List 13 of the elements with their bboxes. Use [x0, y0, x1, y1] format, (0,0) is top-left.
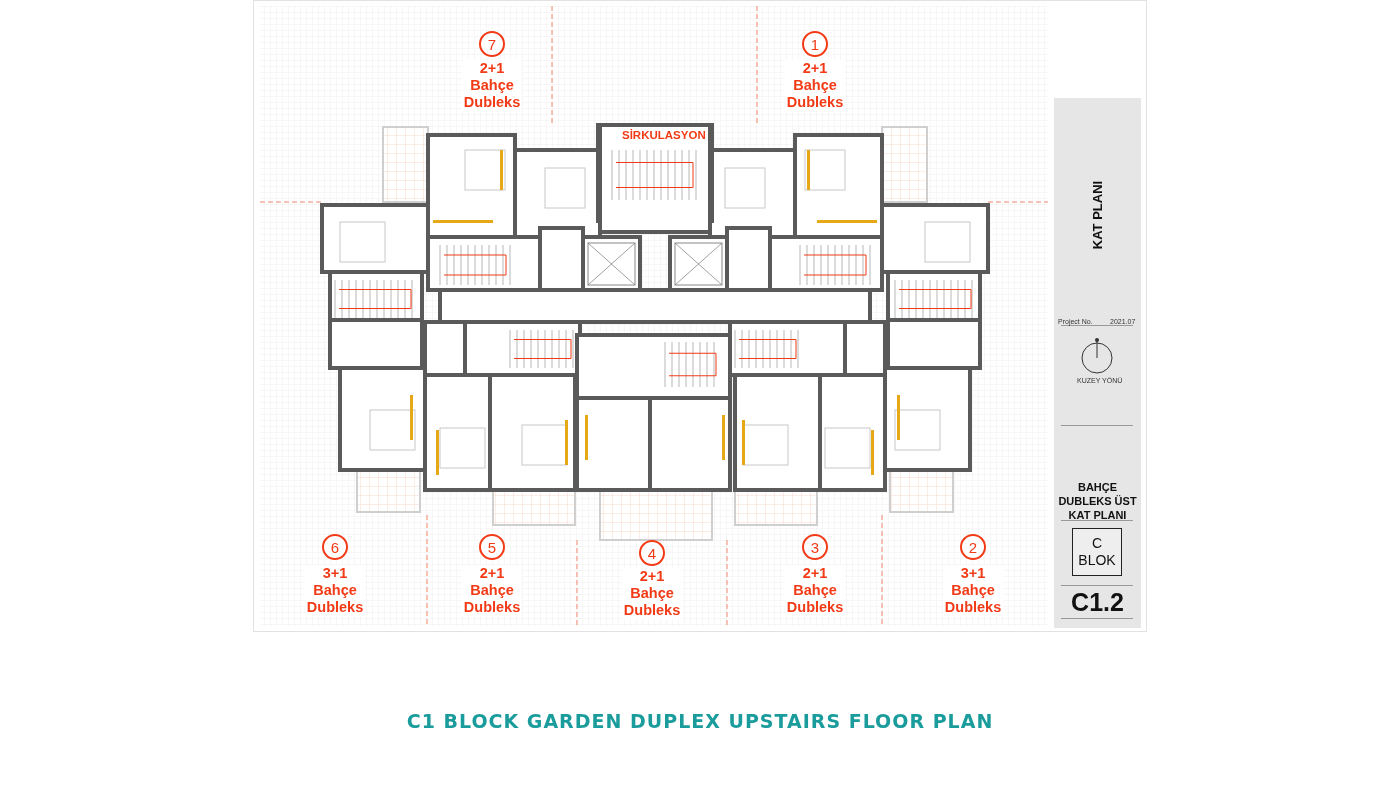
unit-type-label: 3+1 Bahçe Dubleks	[304, 565, 366, 616]
unit-type-label: 2+1 Bahçe Dubleks	[461, 565, 523, 616]
unit-type-label: 2+1 Bahçe Dubleks	[784, 60, 846, 111]
caption: C1 BLOCK GARDEN DUPLEX UPSTAIRS FLOOR PLAN	[406, 710, 994, 732]
unit-type-label: 3+1 Bahçe Dubleks	[942, 565, 1004, 616]
block-label-box: C BLOK	[1072, 528, 1122, 576]
unit-type-label: 2+1 Bahçe Dubleks	[784, 565, 846, 616]
unit-type-label: 2+1 Bahçe Dubleks	[461, 60, 523, 111]
unit-type-label: 2+1 Bahçe Dubleks	[621, 568, 683, 619]
sheet-number-label: C1.2	[1070, 588, 1125, 617]
section-label: SİRKULASYON	[622, 129, 706, 141]
sheet-title-label: KAT PLANI	[1089, 180, 1105, 250]
drawing-title-label: BAHÇE DUBLEKS ÜST KAT PLANI	[1057, 480, 1138, 522]
